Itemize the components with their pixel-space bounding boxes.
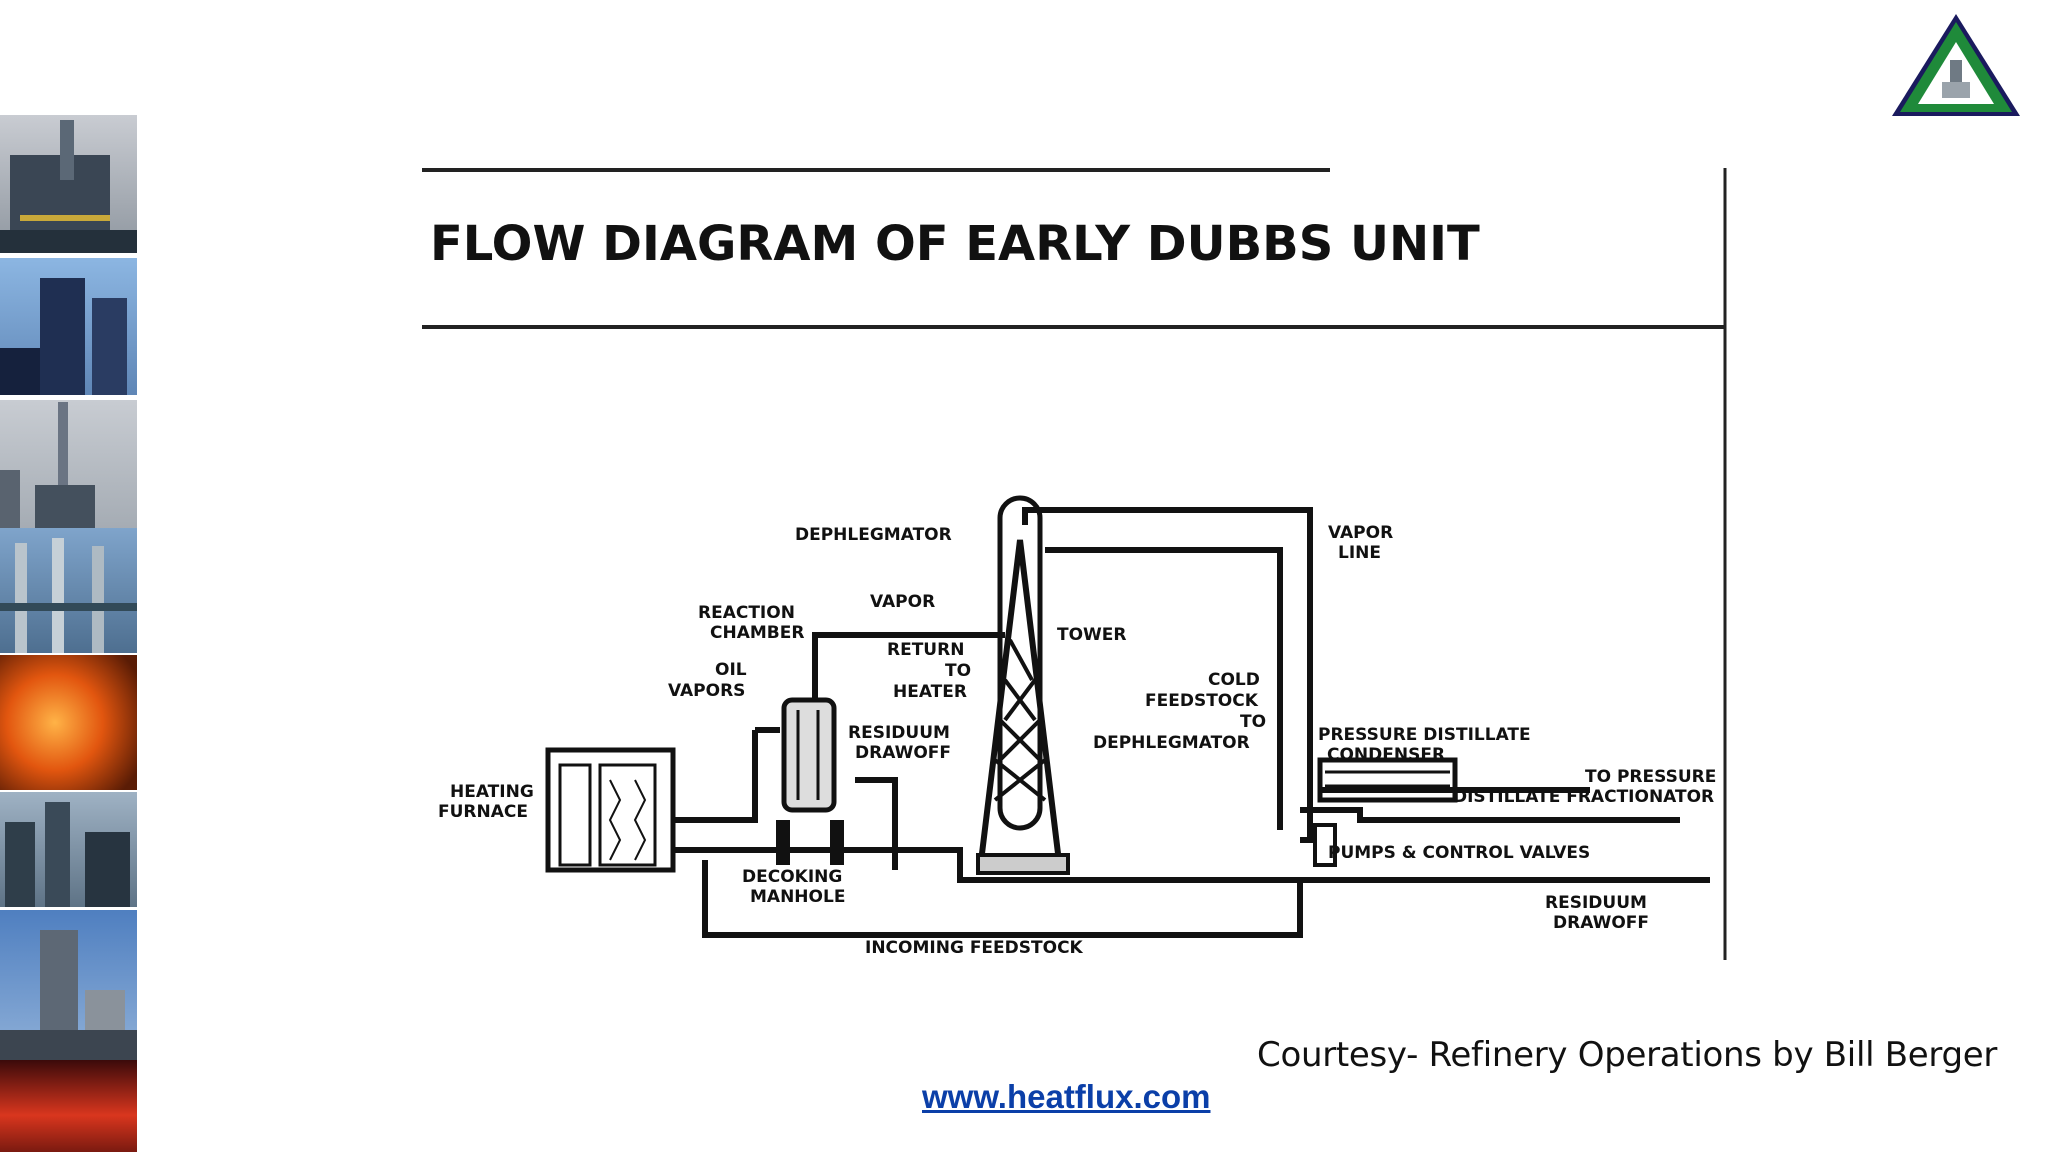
label-residuum-2: DRAWOFF — [855, 743, 951, 763]
label-residuum-out-1: RESIDUUM — [1545, 893, 1647, 913]
label-to-pressure-2: DISTILLATE FRACTIONATOR — [1453, 787, 1714, 807]
label-cold-2: FEEDSTOCK — [1145, 691, 1259, 711]
label-decoking-2: MANHOLE — [750, 887, 845, 907]
label-vapor-line-1: VAPOR — [1328, 523, 1393, 543]
label-vapor-line-2: LINE — [1338, 543, 1381, 563]
website-link[interactable]: www.heatflux.com — [922, 1078, 1211, 1115]
label-return-3: HEATER — [893, 682, 967, 702]
courtesy-note: Courtesy- Refinery Operations by Bill Be… — [1257, 1035, 1998, 1075]
tower-sky-photo — [0, 910, 137, 1060]
piping — [673, 507, 1710, 938]
columns-photo — [0, 528, 137, 653]
label-cold-1: COLD — [1208, 670, 1260, 690]
heatflux-triangle-logo-icon — [1892, 14, 2020, 116]
label-oil-2: VAPORS — [668, 681, 745, 701]
label-return-2: TO — [945, 661, 971, 681]
label-pumps: PUMPS & CONTROL VALVES — [1328, 843, 1590, 863]
heatflux-logo — [1890, 12, 2022, 118]
label-residuum-1: RESIDUUM — [848, 723, 950, 743]
condenser — [1317, 757, 1458, 803]
label-residuum-out-2: DRAWOFF — [1553, 913, 1649, 933]
label-tower: TOWER — [1057, 625, 1127, 645]
label-dephlegmator: DEPHLEGMATOR — [795, 525, 952, 545]
label-heating-2: FURNACE — [438, 802, 528, 822]
chimney-photo — [0, 400, 137, 528]
label-incoming: INCOMING FEEDSTOCK — [865, 938, 1084, 958]
label-decoking-1: DECOKING — [742, 867, 842, 887]
heating-furnace — [545, 747, 676, 873]
label-reaction-1: REACTION — [698, 603, 795, 623]
label-vapor: VAPOR — [870, 592, 935, 612]
diagram-title: FLOW DIAGRAM OF EARLY DUBBS UNIT — [430, 216, 1480, 272]
reaction-chamber — [776, 697, 844, 865]
burner-flame-photo — [0, 1060, 137, 1152]
label-heating-1: HEATING — [450, 782, 534, 802]
label-reaction-2: CHAMBER — [710, 623, 804, 643]
blue-stack-photo — [0, 258, 137, 395]
label-to-pressure-1: TO PRESSURE — [1585, 767, 1716, 787]
tower — [976, 495, 1070, 875]
dubbs-flow-diagram: FLOW DIAGRAM OF EARLY DUBBS UNIT — [422, 168, 1727, 960]
label-oil-1: OIL — [715, 660, 747, 680]
label-cold-4: DEPHLEGMATOR — [1093, 733, 1250, 753]
plant-structure-photo — [0, 792, 137, 907]
label-pressure-cond-2: CONDENSER — [1327, 745, 1445, 765]
label-cold-3: TO — [1240, 712, 1266, 732]
refinery-tower-photo — [0, 115, 137, 253]
photo-filmstrip — [0, 115, 137, 1152]
label-return-1: RETURN — [887, 640, 964, 660]
furnace-flame-photo — [0, 655, 137, 790]
label-pressure-cond-1: PRESSURE DISTILLATE — [1318, 725, 1531, 745]
pump-box — [1313, 823, 1337, 867]
